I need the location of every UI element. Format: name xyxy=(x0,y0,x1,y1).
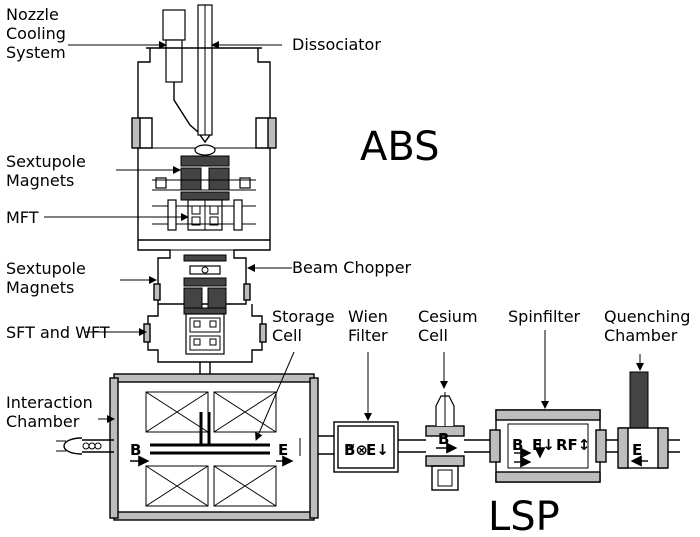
lsp-beamline xyxy=(333,371,680,491)
mft-unit xyxy=(152,199,256,231)
label-mft: MFT xyxy=(6,208,39,227)
label-abs: ABS xyxy=(360,124,440,170)
coil-lower-right xyxy=(213,465,277,507)
quenching-chamber xyxy=(617,371,680,469)
label-spinfilter: Spinfilter xyxy=(508,307,581,326)
label-beam-chopper: Beam Chopper xyxy=(292,258,412,277)
label-dissociator: Dissociator xyxy=(292,35,381,54)
label-lsp: LSP xyxy=(488,494,560,537)
symbol-e-chamber: E xyxy=(278,441,288,459)
coil-lower-left xyxy=(145,465,209,507)
symbol-e-down-spinfilter: E↓ xyxy=(532,436,555,454)
abs-upper-vessel xyxy=(137,48,271,241)
sextupole-magnets-2 xyxy=(183,277,227,315)
nozzle-cooling-head xyxy=(162,9,186,41)
label-sft-and-wft: SFT and WFT xyxy=(6,323,110,342)
symbol-e-quench: E xyxy=(632,441,642,459)
sft-wft-vessel xyxy=(147,304,263,363)
symbol-rf-spinfilter: RF↕ xyxy=(556,436,590,454)
symbol-b-cross-wien: B⊗ xyxy=(344,441,368,459)
cesium-cell xyxy=(425,392,465,491)
beam-chopper-wheel xyxy=(189,265,221,275)
sextupole-magnets-1 xyxy=(152,144,256,201)
symbol-b-cesium: B xyxy=(438,430,449,448)
sft-wft-unit xyxy=(185,313,225,355)
spinfilter xyxy=(489,409,607,483)
leader-lines xyxy=(44,41,644,441)
symbol-b-spinfilter: B xyxy=(512,436,523,454)
abs-source xyxy=(131,4,277,380)
symbol-b-chamber: B xyxy=(130,441,141,459)
wien-filter xyxy=(333,421,399,473)
symbol-e-down-wien: E↓ xyxy=(366,441,389,459)
coil-upper-right xyxy=(213,391,277,433)
interaction-chamber xyxy=(56,373,334,521)
